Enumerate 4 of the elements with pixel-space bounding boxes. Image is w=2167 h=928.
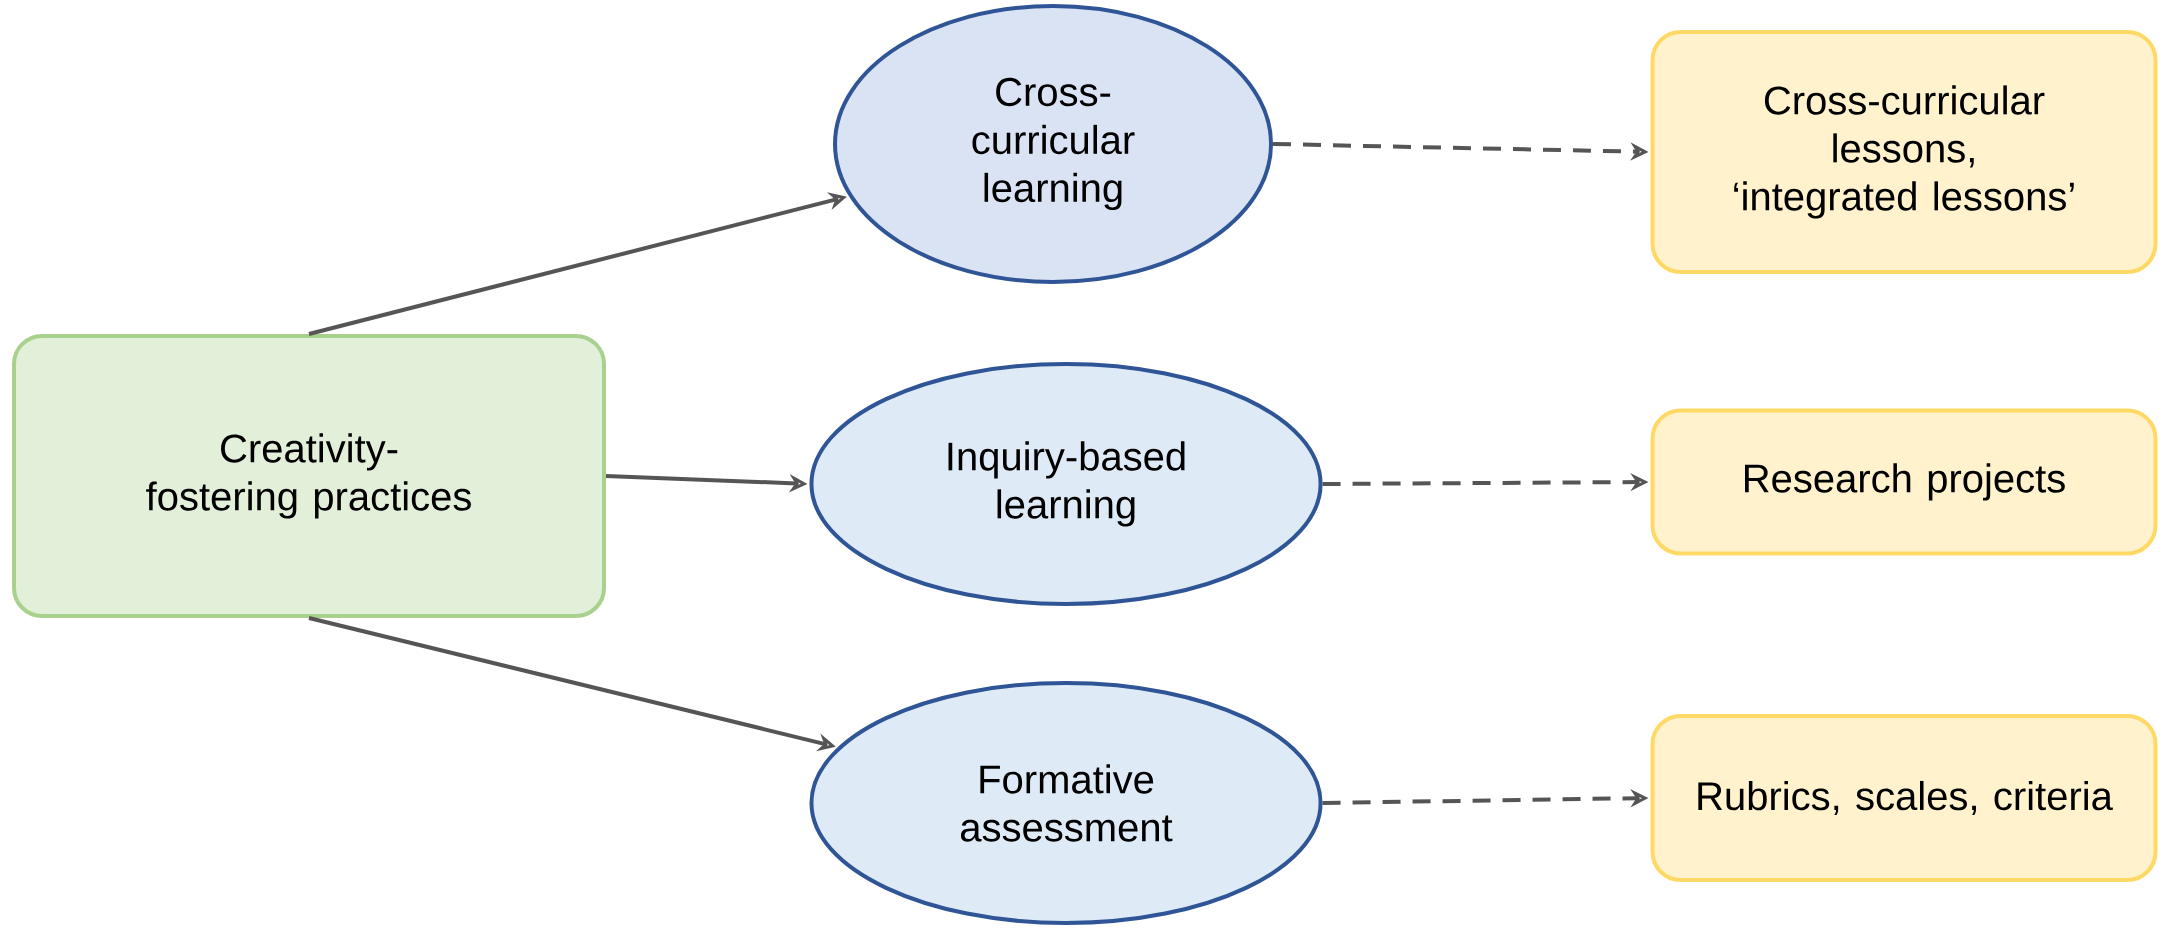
- example-box: Rubrics, scales, criteria: [1650, 714, 2158, 882]
- example-box: Cross-curricular lessons, ‘integrated lessons’: [1650, 30, 2158, 274]
- example-box: Research projects: [1650, 408, 2158, 556]
- practice-box: Creativity-fostering practices: [12, 334, 606, 618]
